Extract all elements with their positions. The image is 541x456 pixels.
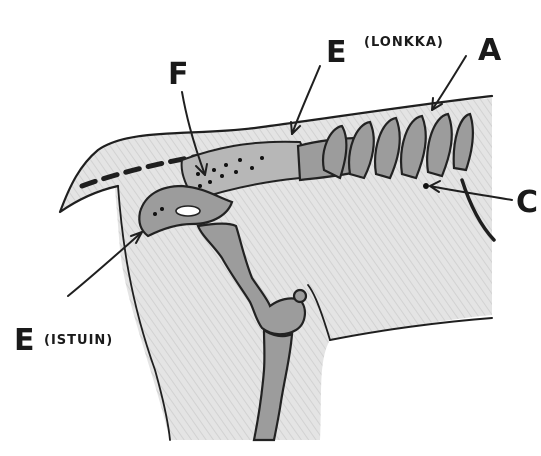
label-c: C — [516, 185, 538, 220]
label-e-top-note: (LONKKA) — [364, 35, 444, 50]
label-e-left: E — [14, 323, 35, 358]
knee-patella — [294, 290, 306, 302]
label-e-top: E — [326, 35, 347, 70]
obturator-foramen — [176, 206, 200, 216]
label-f: F — [168, 57, 189, 92]
point-c — [423, 183, 429, 189]
label-a: A — [478, 33, 502, 68]
label-e-left-note: (ISTUIN) — [44, 333, 113, 348]
